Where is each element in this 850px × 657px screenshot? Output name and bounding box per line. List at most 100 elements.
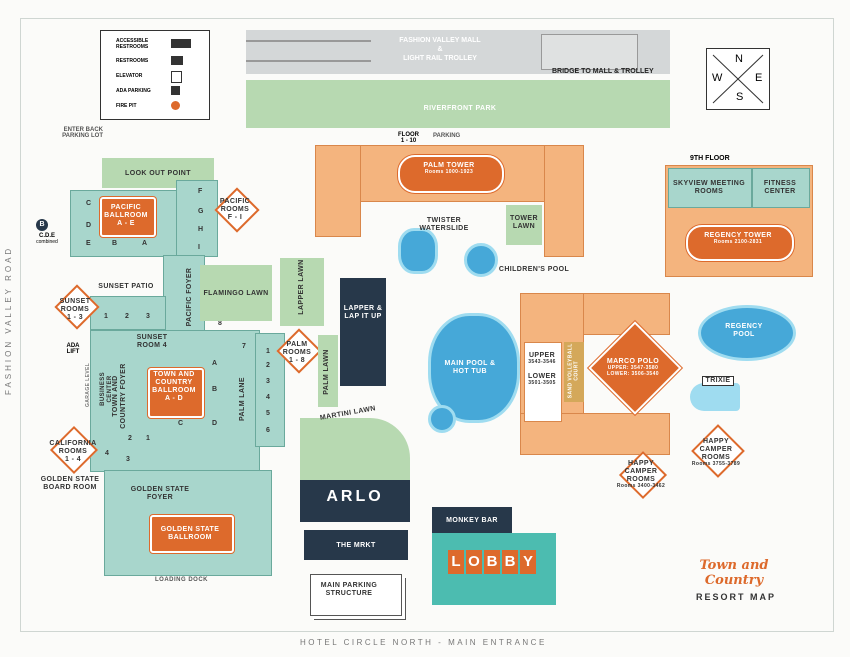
logo-subtitle: RESORT MAP xyxy=(695,592,776,602)
riverfront-label: RIVERFRONT PARK xyxy=(423,105,497,112)
pacific-room-b: B xyxy=(112,240,118,247)
lapper-lawn-label: LAPPER LAWN xyxy=(297,259,305,315)
golden-state-ballroom-sign xyxy=(150,515,234,553)
childrens-pool xyxy=(464,243,498,277)
trixie-label: TRIXIE xyxy=(702,376,734,387)
california-room-2: 2 xyxy=(128,435,133,442)
b-circle: B xyxy=(36,219,48,231)
monkey-bar-label: MONKEY BAR xyxy=(446,517,498,524)
legend-item: RESTROOMS xyxy=(116,58,149,64)
skyview-meeting xyxy=(668,168,752,208)
palm-room-2: 2 xyxy=(266,362,271,369)
restroom-icon xyxy=(171,56,183,65)
tc-room-b: B xyxy=(212,386,218,393)
legend: ACCESSIBLE RESTROOMS RESTROOMS ELEVATOR … xyxy=(100,30,210,120)
lobby-letter: B xyxy=(484,550,500,574)
california-room-3: 3 xyxy=(126,456,131,463)
regency-pool-label: REGENCY POOL xyxy=(725,323,763,339)
sunset-room-2: 2 xyxy=(125,313,130,320)
lobby-letter: L xyxy=(448,550,464,574)
legend-item: ELEVATOR xyxy=(116,73,143,79)
riverfront-park xyxy=(246,80,670,128)
main-parking-block xyxy=(310,574,402,616)
monkey-bar xyxy=(432,507,512,533)
pacific-room-i: I xyxy=(198,244,201,251)
palm-room-5: 5 xyxy=(266,410,271,417)
pacific-room-h: H xyxy=(198,226,204,233)
logo-script: Town and Country xyxy=(699,558,769,588)
lobby-letter: B xyxy=(502,550,518,574)
pacific-room-d: D xyxy=(86,222,92,229)
hotel-circle-north-label: HOTEL CIRCLE NORTH - MAIN ENTRANCE xyxy=(300,638,547,647)
compass-e: E xyxy=(755,72,763,84)
golden-state-ballroom-label: GOLDEN STATE BALLROOM xyxy=(160,526,220,542)
ninth-floor-label: 9TH FLOOR xyxy=(690,155,730,162)
tc-room-d: D xyxy=(212,420,218,427)
palm-room-6: 6 xyxy=(266,427,271,434)
martini-lawn xyxy=(300,418,410,483)
map-frame xyxy=(20,18,834,632)
sand-volleyball-label: SAND VOLLEYBALL COURT xyxy=(567,343,579,399)
palm-lawn-label: PALM LAWN xyxy=(322,349,330,395)
palm-room-3: 3 xyxy=(266,378,271,385)
foyer-7: 7 xyxy=(242,343,247,350)
twister-waterslide-pool xyxy=(398,228,438,274)
lapper-pool-building xyxy=(340,278,386,386)
california-room-1: 1 xyxy=(146,435,151,442)
lapper-lawn xyxy=(280,258,324,326)
mrkt-block xyxy=(304,530,408,560)
main-parking-label: MAIN PARKING STRUCTURE xyxy=(320,582,378,598)
bridge-label: BRIDGE TO MALL & TROLLEY xyxy=(552,68,654,75)
tc-room-c: C xyxy=(178,420,184,427)
main-pool xyxy=(428,313,520,423)
tc-ballroom-sign xyxy=(148,368,204,418)
sunset-patio-label: SUNSET PATIO xyxy=(98,283,154,290)
ada-parking-icon xyxy=(171,86,180,95)
lobby-letter: O xyxy=(466,550,482,574)
legend-item: ACCESSIBLE RESTROOMS xyxy=(116,38,149,50)
arlo-block xyxy=(300,480,410,522)
fashion-valley-mall xyxy=(246,30,670,74)
regency-pool xyxy=(698,305,796,361)
compass-s: S xyxy=(736,91,744,103)
palm-lawn xyxy=(318,335,338,407)
mall-title: FASHION VALLEY MALL&LIGHT RAIL TROLLEY xyxy=(399,37,481,62)
skyview-label: SKYVIEW MEETING ROOMS xyxy=(672,180,746,196)
accessible-restroom-icon xyxy=(171,39,191,48)
tower-lawn-label: TOWER LAWN xyxy=(510,215,538,231)
fire-pit-icon xyxy=(171,101,180,110)
pacific-rooms-block xyxy=(176,180,218,257)
arlo-label: ARLO xyxy=(326,488,384,505)
lookout-label: LOOK OUT POINT xyxy=(125,170,191,177)
tc-room-a: A xyxy=(212,360,218,367)
regency-tower-sign xyxy=(686,225,794,261)
ada-lift-label: ADA LIFT xyxy=(66,343,80,355)
twister-label: TWISTER WATERSLIDE xyxy=(419,217,469,233)
pacific-foyer xyxy=(163,255,205,332)
legend-item: ADA PARKING xyxy=(116,88,151,94)
resort-logo: Town and Country RESORT MAP xyxy=(666,548,806,614)
lobby-letter: Y xyxy=(520,550,536,574)
compass-w: W xyxy=(712,72,723,84)
upper-lower-box xyxy=(524,342,562,422)
pacific-room-e: E xyxy=(86,240,92,247)
california-room-4: 4 xyxy=(105,450,110,457)
golden-state-foyer-label: GOLDEN STATE FOYER xyxy=(130,486,190,502)
parking-label: PARKING xyxy=(433,133,461,139)
pacific-room-c: C xyxy=(86,200,92,207)
palm-room-1: 1 xyxy=(266,348,271,355)
pacific-ballroom-sign xyxy=(100,197,156,237)
golden-state-board-label: GOLDEN STATE BOARD ROOM xyxy=(40,476,100,492)
enter-back-parking: ENTER BACK PARKING LOT xyxy=(62,127,103,139)
